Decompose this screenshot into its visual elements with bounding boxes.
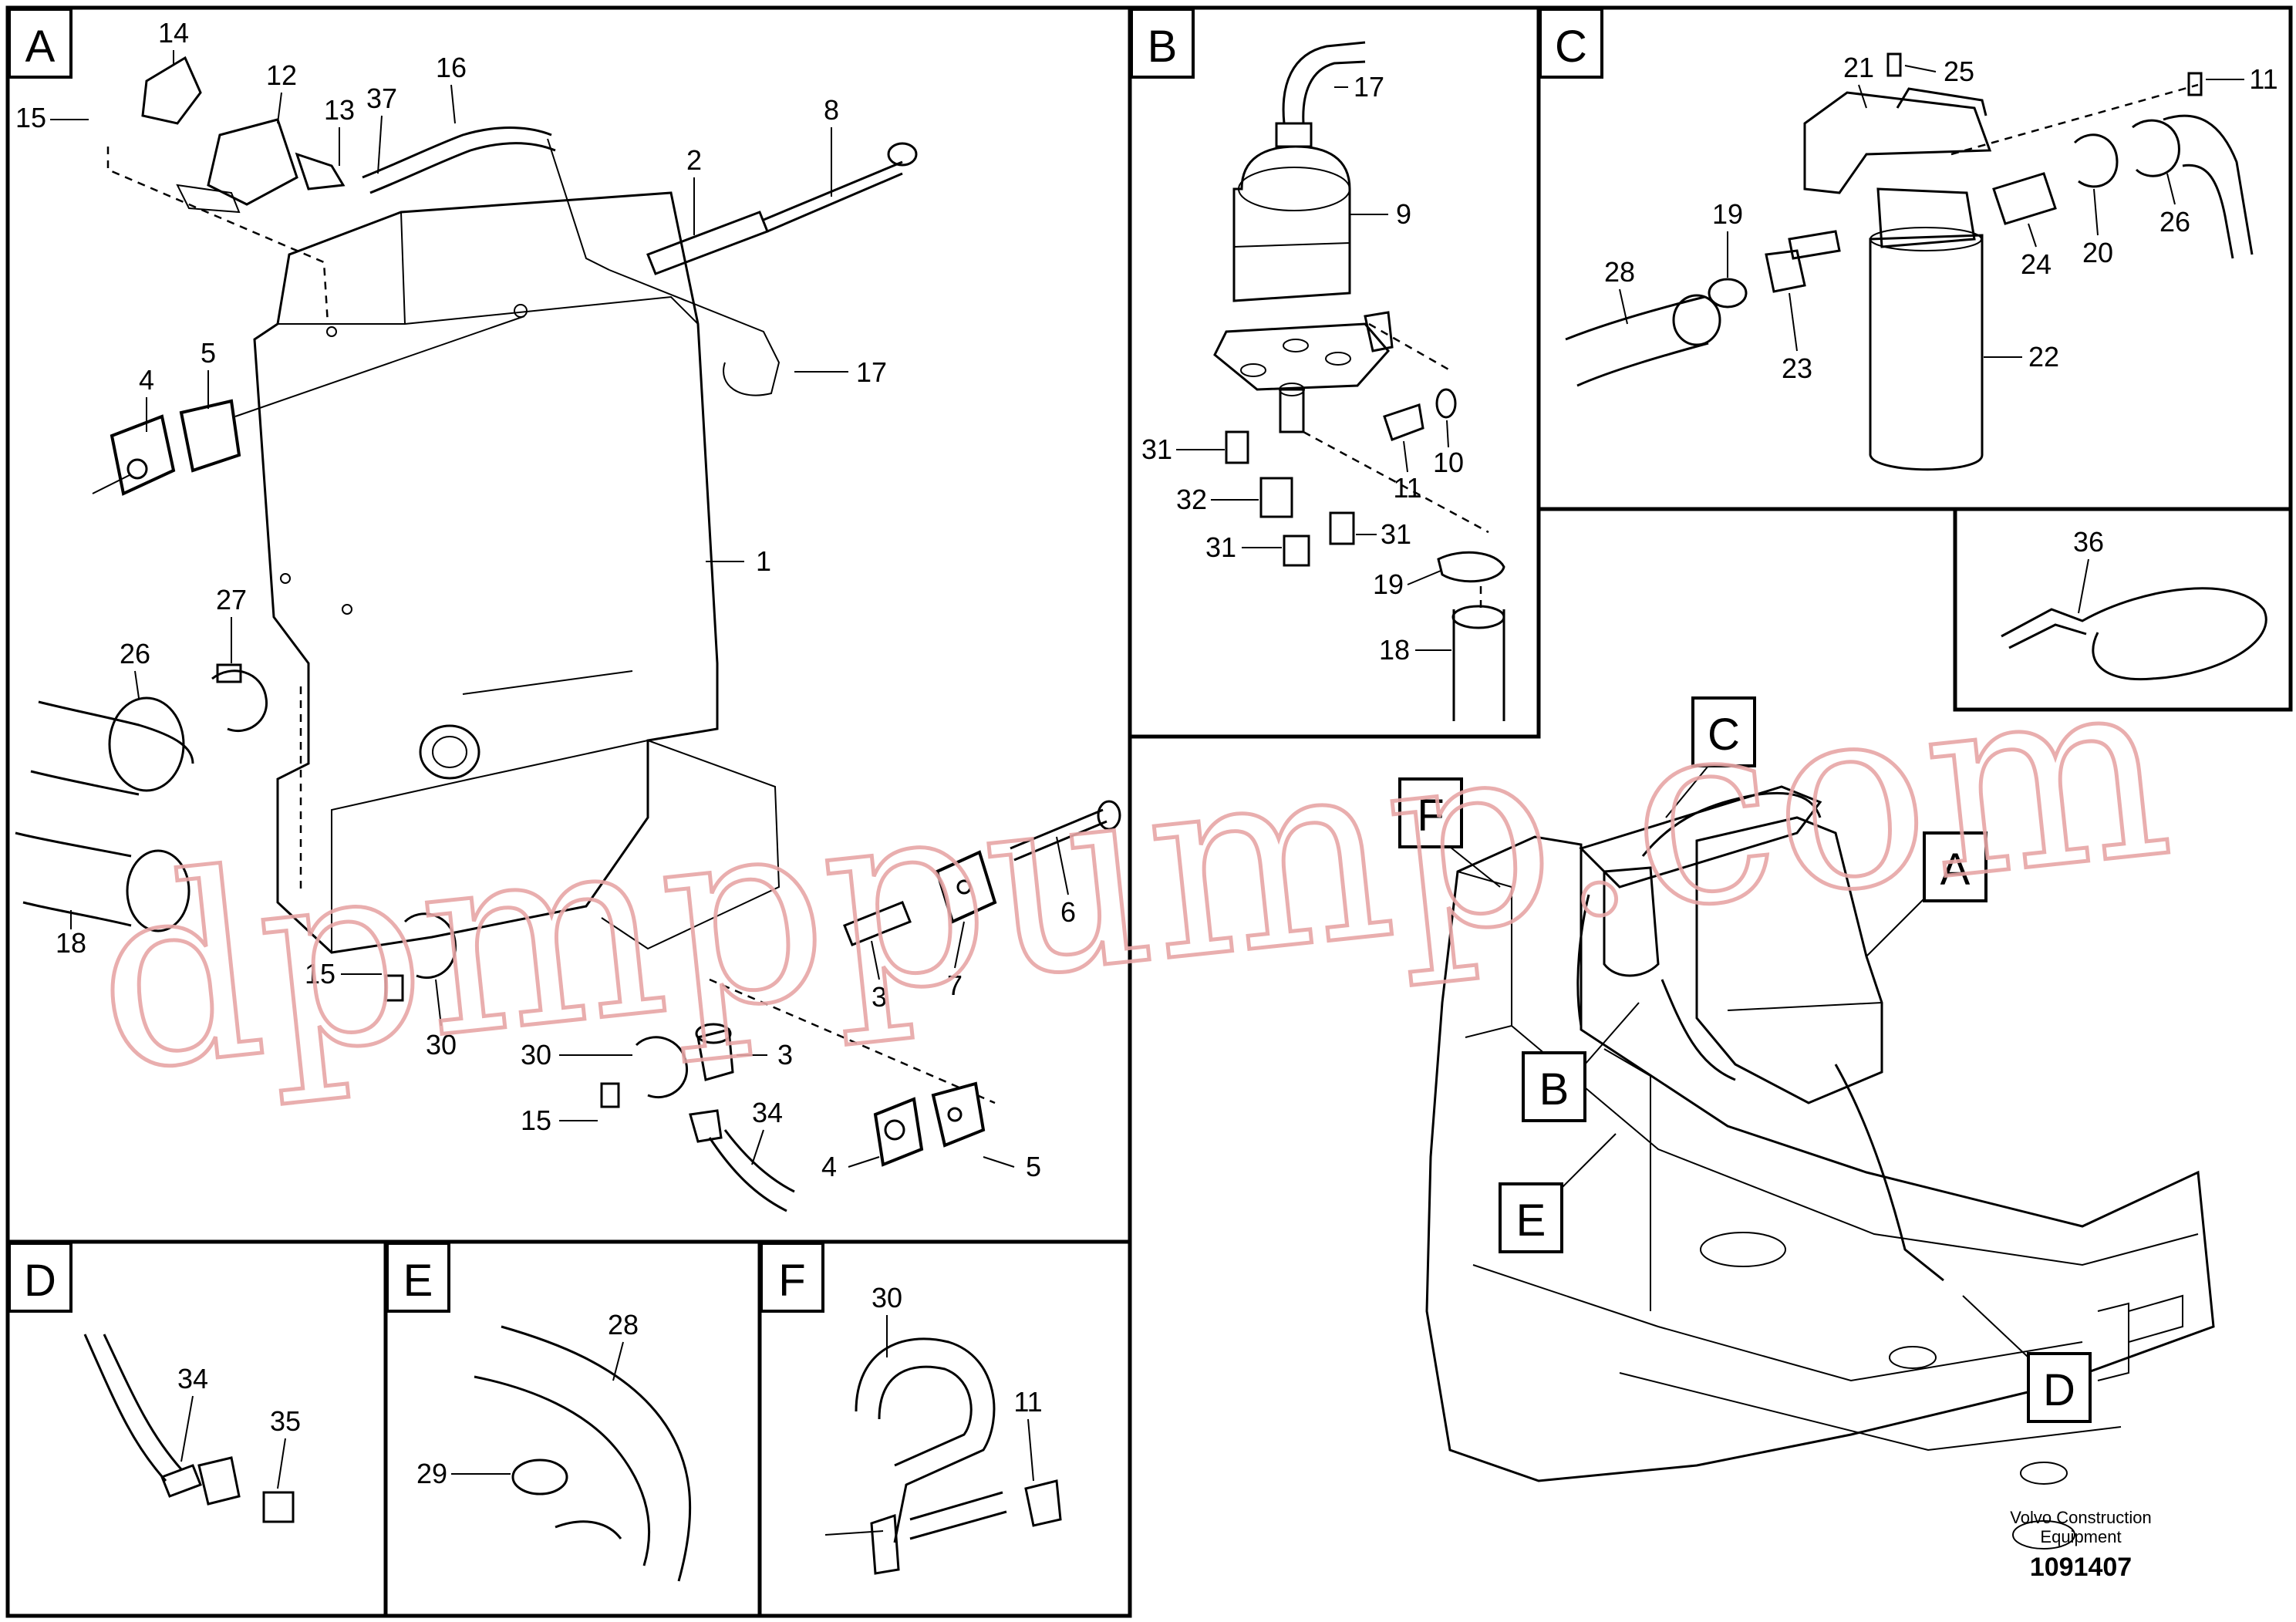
svg-text:F: F [778,1256,805,1306]
panel-tag-b: B [1130,8,1195,79]
overview-tags: C F A B E D [1398,696,2092,1423]
callout-7: 7 [947,969,963,1001]
panel-tag-c: C [1539,8,1603,79]
callout-15: 15 [305,958,335,990]
callout-34: 34 [177,1363,208,1394]
callout-11: 11 [2249,63,2277,95]
overview-tag-b: B [1522,1002,1640,1122]
callout-11: 11 [1013,1386,1042,1418]
watermark: dpmppump.com [83,617,2181,1129]
overview-tag-e: E [1499,1133,1617,1253]
document-number: 1091407 [2030,1553,2132,1582]
panel-a-callouts: 14 12 13 37 16 8 15 2 17 4 5 1 27 26 18 … [15,17,1076,1182]
svg-text:C: C [1555,22,1587,72]
callout-28: 28 [1604,256,1635,288]
svg-text:E: E [1516,1195,1546,1246]
panel-frames [5,5,2293,1618]
overview-tag-f: F [1398,777,1501,888]
callout-32: 32 [1176,484,1207,515]
callout-8: 8 [824,94,839,126]
callout-34: 34 [752,1097,783,1128]
callout-10: 10 [1433,447,1464,478]
callout-31: 31 [1141,433,1172,465]
overview-tag-c: C [1665,696,1756,818]
callout-25: 25 [1944,56,1974,87]
callout-24: 24 [2021,248,2052,280]
panel-f-drawing: 30 11 [824,1282,1062,1575]
callout-31: 31 [1205,531,1236,563]
panel-a-drawing [15,56,1121,1212]
callout-5: 5 [1026,1151,1041,1182]
callout-20: 20 [2082,237,2113,268]
callout-4: 4 [821,1151,837,1182]
overview-tag-a: A [1866,831,1988,957]
callout-17: 17 [1354,71,1384,103]
panel-d-drawing: 34 35 [83,1334,301,1523]
callout-15: 15 [521,1104,551,1136]
callout-13: 13 [324,94,355,126]
callout-3: 3 [872,981,887,1013]
panel-tag-f: F [760,1242,824,1313]
callout-9: 9 [1396,198,1411,230]
callout-4: 4 [139,364,154,396]
overview-tag-d: D [1962,1295,2092,1423]
svg-text:B: B [1539,1064,1569,1114]
callout-19: 19 [1712,198,1743,230]
callout-14: 14 [158,17,189,49]
overview-drawing [1425,785,2215,1549]
callout-30: 30 [872,1282,902,1313]
callout-11: 11 [1393,472,1421,504]
svg-text:B: B [1148,22,1178,72]
company-name-line2: Equipment [2040,1527,2121,1546]
callout-36: 36 [2073,526,2104,558]
callout-19: 19 [1373,568,1404,600]
callout-31: 31 [1381,518,1411,550]
callout-28: 28 [608,1309,639,1340]
panel-e-drawing: 28 29 [416,1309,692,1582]
callout-26: 26 [2159,206,2190,238]
callout-12: 12 [266,59,297,91]
svg-text:D: D [2043,1365,2075,1415]
panel-tag-a: A [8,8,72,79]
callout-16: 16 [436,52,467,83]
panel-tag-e: E [386,1242,450,1313]
company-name-line1: Volvo Construction [2010,1508,2151,1527]
svg-text:E: E [403,1256,433,1306]
panel-b-drawing [1213,41,1505,721]
svg-text:A: A [1940,845,1971,895]
callout-27: 27 [216,584,247,615]
panel-c-callouts: 21 25 11 28 19 24 20 26 23 22 [1604,52,2278,384]
callout-35: 35 [270,1405,301,1437]
callout-37: 37 [366,83,397,114]
svg-text:D: D [24,1256,56,1306]
callout-18: 18 [1379,634,1410,666]
panel-tag-d: D [8,1242,72,1313]
callout-30: 30 [521,1039,551,1071]
footer: Volvo Construction Equipment 1091407 [2010,1508,2151,1582]
svg-text:F: F [1417,791,1444,841]
callout-30: 30 [426,1029,457,1061]
callout-15: 15 [15,102,46,133]
callout-21: 21 [1843,52,1874,83]
callout-6: 6 [1060,896,1076,928]
callout-5: 5 [201,337,216,369]
panel-b-callouts: 17 9 31 32 31 31 11 10 19 18 [1141,71,1464,666]
callout-29: 29 [416,1458,447,1489]
svg-text:A: A [25,22,56,72]
callout-23: 23 [1782,352,1812,384]
callout-22: 22 [2028,341,2059,373]
callout-3: 3 [777,1039,793,1071]
callout-18: 18 [56,927,86,959]
callout-17: 17 [856,356,887,388]
callout-1: 1 [756,545,771,577]
panel-c-drawing [1565,52,2254,471]
callout-26: 26 [120,638,150,669]
svg-text:C: C [1708,710,1740,760]
panel-cable-tie: 36 [2001,526,2267,681]
callout-2: 2 [686,144,702,176]
